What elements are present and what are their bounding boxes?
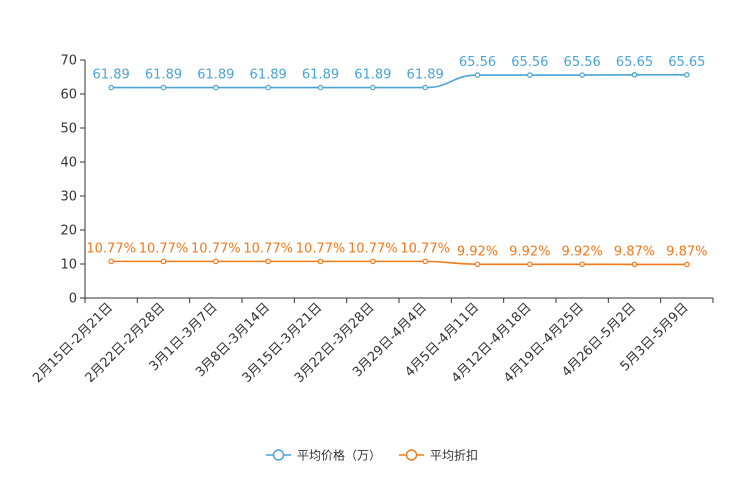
- data-point: [631, 71, 638, 78]
- data-point: [317, 84, 324, 91]
- legend-label: 平均折扣: [430, 448, 478, 463]
- data-label: 9.92%: [509, 244, 550, 259]
- data-point: [213, 84, 219, 91]
- data-label: 65.65: [616, 55, 653, 70]
- y-tick-label: 10: [60, 258, 77, 273]
- data-point: [527, 72, 533, 78]
- data-label: 61.89: [93, 68, 130, 83]
- data-point: [422, 258, 428, 265]
- y-tick-label: 40: [60, 156, 77, 171]
- data-label: 10.77%: [243, 241, 293, 256]
- data-label: 9.92%: [562, 244, 603, 259]
- data-point: [108, 258, 114, 265]
- data-label: 65.65: [668, 55, 705, 70]
- data-point: [422, 84, 428, 91]
- y-tick-label: 20: [60, 224, 77, 239]
- series-layer: 61.89 61.89 61.89 61.89 61.89 61.89 61.89 65.56…: [86, 55, 707, 268]
- data-label: 10.77%: [191, 241, 241, 256]
- data-point: [265, 258, 271, 265]
- data-point: [579, 72, 585, 78]
- data-point: [579, 261, 585, 268]
- data-label: 10.77%: [348, 241, 398, 256]
- data-point: [474, 72, 481, 78]
- y-tick-label: 50: [60, 122, 77, 137]
- data-point: [527, 261, 533, 268]
- legend-item-1: 平均价格（万）: [266, 448, 381, 463]
- data-label: 65.56: [459, 55, 496, 70]
- legend-circle-icon: [272, 449, 285, 461]
- data-label: 61.89: [250, 68, 287, 83]
- y-tick-label: 0: [69, 292, 77, 307]
- data-label: 9.87%: [614, 244, 655, 259]
- data-point: [160, 258, 167, 265]
- data-point: [474, 261, 481, 268]
- data-label: 10.77%: [400, 241, 450, 256]
- data-point: [370, 84, 376, 91]
- data-point: [684, 71, 690, 78]
- data-point: [317, 258, 324, 265]
- data-point: [160, 84, 167, 91]
- data-label: 9.92%: [457, 244, 498, 259]
- data-label: 61.89: [302, 68, 339, 83]
- legend-label: 平均价格（万）: [297, 448, 381, 463]
- legend-item-2: 平均折扣: [399, 448, 478, 463]
- data-point: [684, 261, 690, 268]
- axes: 0102030405060702月15日-2月21日2月22日-2月28日3月1…: [30, 54, 714, 386]
- data-label: 65.56: [564, 55, 601, 70]
- y-tick-label: 60: [60, 88, 77, 103]
- data-label: 61.89: [145, 68, 182, 83]
- legend-circle-icon: [405, 449, 418, 461]
- data-point: [108, 84, 114, 91]
- data-label: 61.89: [197, 68, 234, 83]
- series-1: 61.89 61.89 61.89 61.89 61.89 61.89 61.89 65.56…: [93, 55, 705, 91]
- data-label: 61.89: [407, 68, 444, 83]
- data-point: [370, 258, 376, 265]
- series-line: [111, 260, 687, 266]
- y-tick-label: 70: [60, 54, 77, 69]
- data-point: [631, 261, 638, 268]
- data-label: 65.56: [511, 55, 548, 70]
- legend: 平均价格（万） 平均折扣: [266, 448, 478, 463]
- series-2: 10.77%10.77%10.77%10.77%10.77%10.77%10.7…: [86, 241, 707, 268]
- data-label: 10.77%: [296, 241, 346, 256]
- data-label: 61.89: [354, 68, 391, 83]
- data-point: [213, 258, 219, 265]
- data-label: 10.77%: [86, 241, 136, 256]
- data-label: 9.87%: [666, 244, 707, 259]
- data-label: 10.77%: [139, 241, 189, 256]
- series-line: [111, 73, 687, 89]
- y-tick-label: 30: [60, 190, 77, 205]
- data-point: [265, 84, 271, 91]
